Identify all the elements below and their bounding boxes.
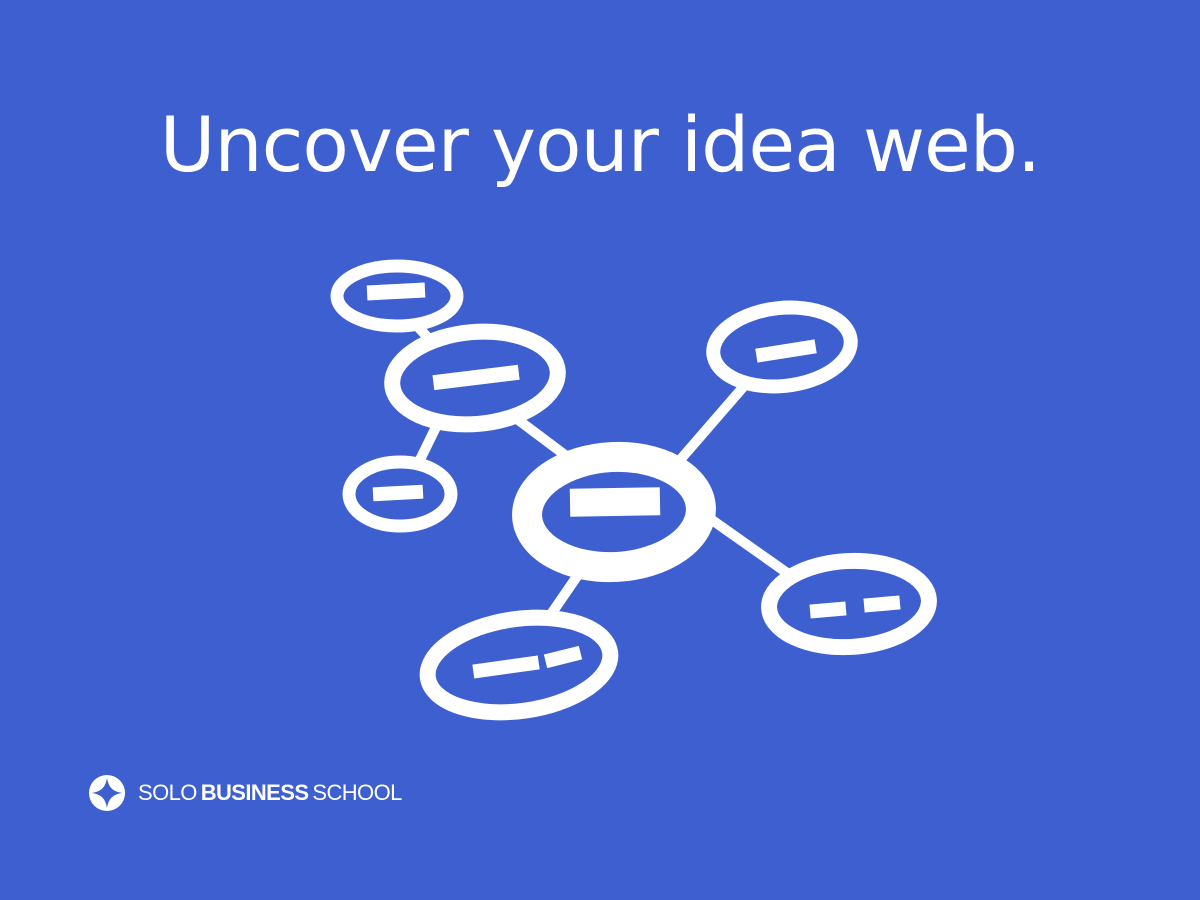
brand-word-business: BUSINESS	[200, 780, 309, 805]
edge-center-upper-right	[675, 380, 750, 465]
node-label-bar	[569, 487, 661, 517]
brand-word-school: SCHOOL	[312, 780, 402, 805]
node-label-bar	[755, 339, 817, 363]
node-left	[342, 455, 458, 533]
node-bottom	[419, 609, 619, 721]
node-lower-right	[761, 552, 937, 656]
node-label-bar	[472, 655, 540, 679]
node-top-left	[330, 259, 464, 333]
node-label-bar	[366, 282, 426, 301]
node-label-bar	[863, 595, 901, 613]
brand-word-solo: SOLO	[138, 780, 197, 805]
node-upper-right	[706, 300, 858, 394]
node-label-bar	[432, 364, 520, 391]
node-label-bar	[372, 484, 424, 502]
headline: Uncover your idea web.	[159, 100, 1041, 189]
compass-star-icon	[88, 774, 126, 812]
node-upper-left	[384, 323, 566, 433]
edge-center-lower-right	[700, 510, 795, 580]
node-label-bar	[543, 645, 583, 669]
node-label-bar	[809, 601, 847, 619]
node-center	[512, 441, 716, 583]
